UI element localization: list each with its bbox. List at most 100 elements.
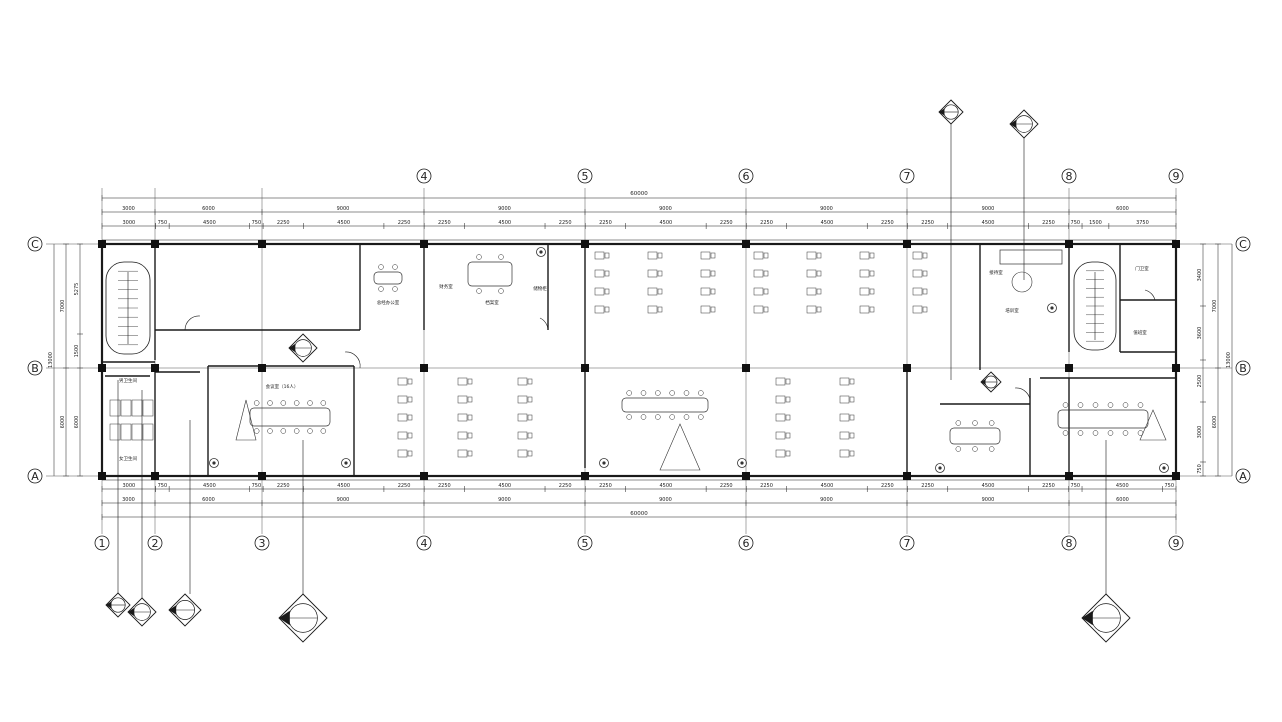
- dimension-text: 2250: [720, 220, 733, 226]
- chair: [922, 252, 928, 259]
- dimension-text: 2250: [720, 483, 733, 489]
- chair: [640, 414, 647, 420]
- index-symbol-top-1: [938, 99, 964, 125]
- desk: [912, 305, 923, 314]
- toilet-stall: [120, 399, 132, 417]
- plant: [1159, 463, 1169, 473]
- dimension-text: 2250: [599, 483, 612, 489]
- room-label-train: 培训室: [1005, 307, 1019, 314]
- grid-bubble-label: 3: [259, 537, 266, 550]
- desk: [912, 287, 923, 296]
- desk: [700, 287, 711, 296]
- plant: [599, 458, 609, 468]
- index-symbol-toilet-3: [168, 593, 202, 627]
- plant: [740, 461, 744, 465]
- plant: [344, 461, 348, 465]
- desk: [859, 305, 870, 314]
- desk: [647, 269, 658, 278]
- grid-bubble-2: [147, 535, 163, 551]
- dimension-text: 750: [1071, 483, 1081, 489]
- room-label-reception: 接待室: [989, 269, 1003, 276]
- structural-column: [742, 364, 750, 372]
- desk: [806, 305, 817, 314]
- room-label-archive: 档案室: [485, 299, 499, 306]
- grid-bubble-label: B: [31, 362, 39, 375]
- door-swing: [344, 351, 361, 369]
- chair: [698, 414, 704, 420]
- projection-cone: [235, 399, 257, 441]
- structural-column: [581, 364, 589, 372]
- room-label-toilet-m: 男卫生间: [119, 377, 137, 384]
- dimension-text: 2250: [438, 483, 451, 489]
- conference-table: [1057, 409, 1149, 429]
- chair: [293, 428, 300, 434]
- structural-column: [420, 364, 428, 372]
- chair: [1137, 402, 1144, 408]
- grid-bubble-C: [1235, 236, 1251, 252]
- chair: [498, 288, 504, 294]
- desk: [594, 269, 605, 278]
- grid-bubble-label: 6: [743, 537, 750, 550]
- chair: [604, 270, 610, 277]
- dimension-text: 3000: [122, 206, 135, 212]
- desk: [397, 431, 408, 440]
- grid-bubble-label: 9: [1173, 170, 1180, 183]
- grid-bubble-9: [1168, 535, 1184, 551]
- total-dimension-text: 60000: [630, 511, 648, 517]
- chair: [626, 390, 632, 396]
- plant: [341, 458, 351, 468]
- chair: [683, 414, 690, 420]
- dimension-text: 9000: [820, 497, 833, 503]
- chair: [816, 288, 822, 295]
- desk: [517, 449, 528, 458]
- dimension-text: 4500: [982, 483, 995, 489]
- chair: [683, 390, 690, 396]
- total-dimension-bottom: 60000: [101, 511, 1177, 520]
- room-label-toilet-f: 女卫生间: [119, 455, 137, 462]
- dimension-text: 3600: [1197, 327, 1203, 340]
- structural-column: [420, 240, 428, 248]
- plant: [1050, 306, 1054, 310]
- dimension-text: 6000: [1116, 497, 1129, 503]
- dimension-text: 9000: [498, 206, 511, 212]
- dimension-text: 13000: [48, 352, 54, 368]
- chair: [476, 254, 482, 260]
- chair: [527, 396, 533, 403]
- chair: [763, 270, 769, 277]
- desk: [839, 449, 850, 458]
- chair: [849, 450, 855, 457]
- chair: [869, 288, 875, 295]
- index-diamond: [127, 597, 157, 627]
- dimension-text: 3000: [122, 497, 135, 503]
- dimension-text: 3400: [1197, 269, 1203, 282]
- dimension-text: 13000: [1226, 352, 1232, 368]
- structural-column: [1172, 472, 1180, 480]
- dimension-text: 750: [1197, 464, 1203, 474]
- plant: [209, 458, 219, 468]
- grid-bubble-5: [577, 535, 593, 551]
- structural-column: [151, 472, 159, 480]
- structural-column: [742, 472, 750, 480]
- grid-bubble-3: [254, 535, 270, 551]
- index-diamond: [105, 592, 131, 618]
- chair: [869, 252, 875, 259]
- dimension-text: 750: [252, 483, 262, 489]
- desk: [775, 449, 786, 458]
- chair: [763, 306, 769, 313]
- chair: [392, 286, 398, 292]
- room-label-storage: 储物柜: [533, 285, 547, 292]
- chair: [1092, 402, 1099, 408]
- chair: [816, 306, 822, 313]
- structural-columns: [98, 240, 1180, 480]
- desk: [806, 287, 817, 296]
- desk: [700, 251, 711, 260]
- dimension-text: 2250: [398, 483, 411, 489]
- dimension-text: 2250: [881, 220, 894, 226]
- dimension-text: 9000: [337, 206, 350, 212]
- plant: [539, 250, 543, 254]
- structural-column: [581, 472, 589, 480]
- toilet-stall: [131, 423, 143, 441]
- desk: [517, 395, 528, 404]
- desk: [859, 269, 870, 278]
- chair: [657, 288, 663, 295]
